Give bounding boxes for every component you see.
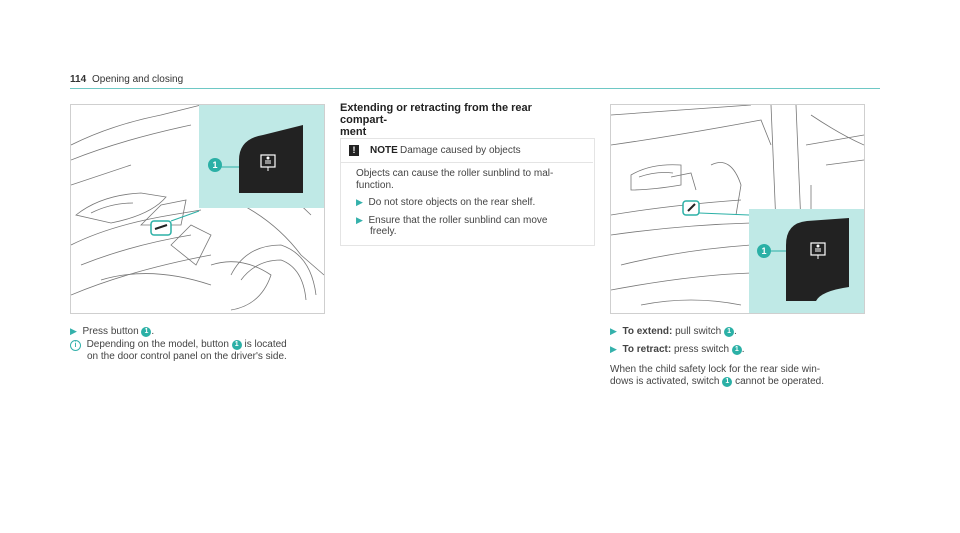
callout-1: 1 [208, 158, 222, 172]
callout-ref: 1 [724, 327, 735, 337]
rear-door-illustration [611, 105, 864, 313]
figure-driver-door: 1 [70, 104, 325, 314]
extend-step: ▶ To extend: pull switch 1. [610, 326, 737, 337]
callout-ref: 1 [141, 327, 152, 337]
exclamation-icon: ! [349, 145, 359, 156]
section-title: Opening and closing [92, 74, 184, 85]
note-label: NOTE [370, 145, 398, 156]
note-title: Damage caused by objects [400, 145, 521, 156]
retract-step: ▶ To retract: press switch 1. [610, 344, 745, 355]
child-lock-paragraph: When the child safety lock for the rear … [610, 364, 825, 387]
arrow-right-icon: ▶ [610, 344, 617, 354]
note-body: Objects can cause the roller sunblind to… [356, 168, 554, 191]
note-bullet-2-line2: freely. [370, 226, 397, 237]
callout-ref: 1 [722, 377, 733, 387]
note-header: ! NOTE Damage caused by objects [340, 138, 593, 163]
step-text: Press button [82, 326, 139, 337]
note-box [340, 138, 595, 246]
arrow-right-icon: ▶ [356, 215, 363, 225]
note-bullet-1: ▶ Do not store objects on the rear shelf… [356, 197, 536, 208]
page-header: 114 Opening and closing [70, 72, 880, 90]
page-number: 114 [70, 74, 87, 85]
callout-ref: 1 [731, 345, 742, 355]
press-button-step: ▶ Press button 1. [70, 326, 155, 337]
section-heading: Extending or retracting from the rear co… [340, 102, 532, 138]
door-illustration [71, 105, 324, 311]
callout-1: 1 [757, 244, 771, 258]
callout-ref: 1 [231, 340, 242, 350]
info-note: i Depending on the model, button 1 is lo… [70, 339, 340, 351]
header-divider [70, 88, 880, 89]
arrow-right-icon: ▶ [356, 197, 363, 207]
arrow-right-icon: ▶ [610, 326, 617, 336]
note-bullet-2: ▶ Ensure that the roller sunblind can mo… [356, 215, 548, 226]
info-note-line2: on the door control panel on the driver'… [87, 351, 287, 362]
arrow-right-icon: ▶ [70, 326, 77, 336]
info-icon: i [70, 340, 81, 351]
figure-rear-door: 1 [610, 104, 865, 314]
